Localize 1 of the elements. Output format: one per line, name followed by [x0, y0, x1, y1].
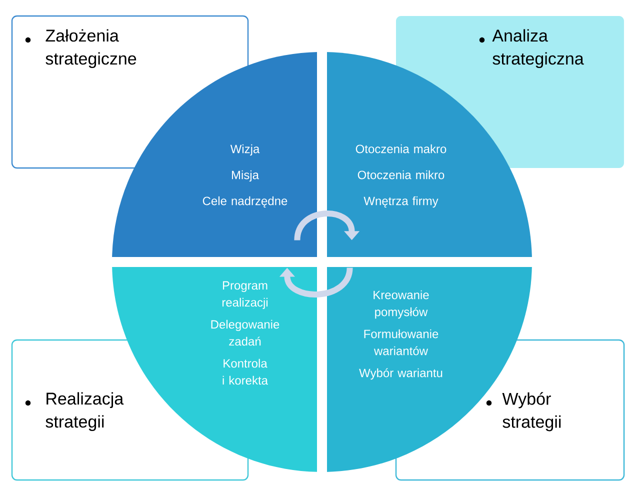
stage-label: Realizacja strategii	[25, 392, 124, 432]
